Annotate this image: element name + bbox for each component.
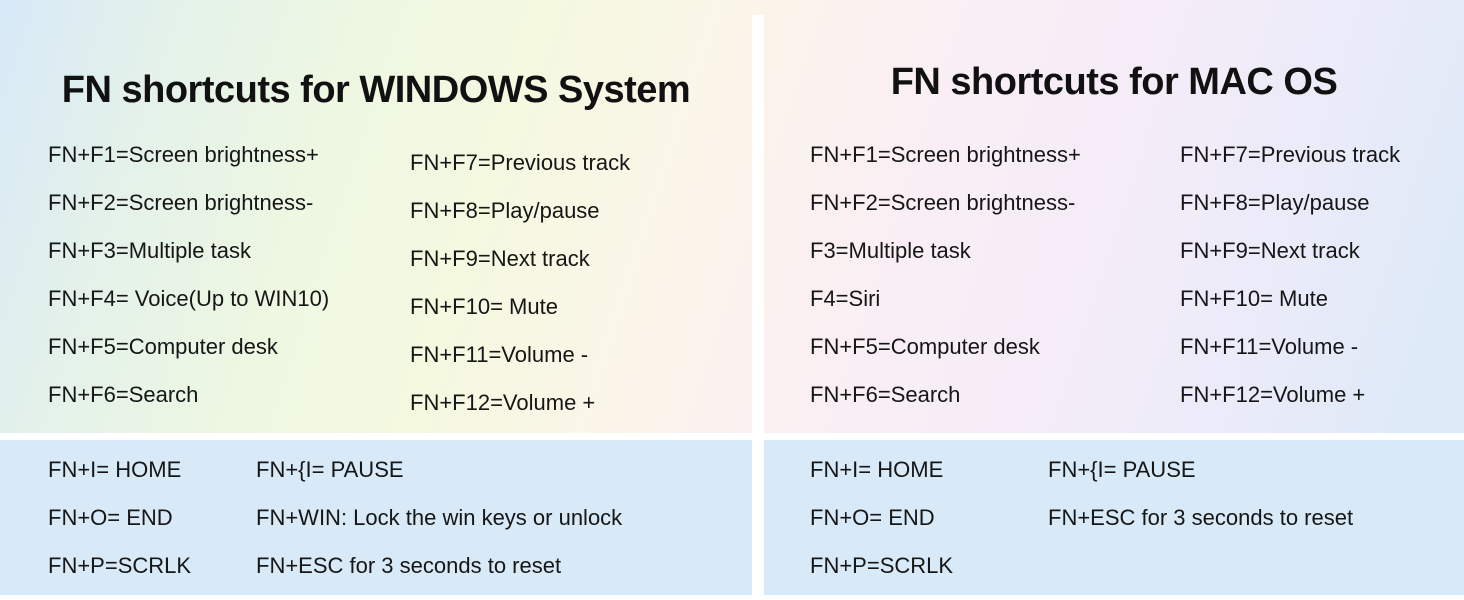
windows-extra-col2: FN+{I= PAUSE FN+WIN: Lock the win keys o… bbox=[256, 457, 622, 600]
shortcut-item: FN+F2=Screen brightness- bbox=[810, 190, 1076, 215]
shortcut-item: FN+P=SCRLK bbox=[810, 553, 954, 578]
shortcut-item: FN+F1=Screen brightness+ bbox=[48, 142, 319, 167]
shortcut-item: FN+WIN: Lock the win keys or unlock bbox=[256, 505, 623, 530]
mac-extra-col2: FN+{I= PAUSE FN+ESC for 3 seconds to res… bbox=[1048, 457, 1353, 553]
windows-extra-col1: FN+I= HOME FN+O= END FN+P=SCRLK bbox=[48, 457, 191, 600]
shortcut-item: FN+I= HOME bbox=[48, 457, 182, 482]
shortcut-item: FN+F10= Mute bbox=[1180, 286, 1328, 311]
windows-shortcuts-col1: FN+F1=Screen brightness+ FN+F2=Screen br… bbox=[48, 142, 329, 430]
shortcut-item: FN+F5=Computer desk bbox=[810, 334, 1040, 359]
shortcut-item: FN+F6=Search bbox=[810, 382, 961, 407]
horizontal-divider bbox=[0, 433, 1464, 440]
shortcut-item: FN+F8=Play/pause bbox=[410, 198, 600, 223]
shortcut-item: FN+F6=Search bbox=[48, 382, 199, 407]
shortcut-item: F4=Siri bbox=[810, 286, 881, 311]
shortcut-item: FN+F7=Previous track bbox=[1180, 142, 1401, 167]
mac-extra-col1: FN+I= HOME FN+O= END FN+P=SCRLK bbox=[810, 457, 953, 600]
shortcut-item: FN+F4= Voice(Up to WIN10) bbox=[48, 286, 330, 311]
shortcut-item: FN+P=SCRLK bbox=[48, 553, 192, 578]
shortcut-item: FN+F9=Next track bbox=[1180, 238, 1360, 263]
shortcut-item: FN+{I= PAUSE bbox=[1048, 457, 1196, 482]
shortcut-item: FN+F3=Multiple task bbox=[48, 238, 251, 263]
windows-panel-title: FN shortcuts for WINDOWS System bbox=[61, 69, 691, 111]
shortcut-item: FN+F11=Volume - bbox=[410, 342, 589, 367]
shortcut-item: FN+ESC for 3 seconds to reset bbox=[256, 553, 562, 578]
shortcut-item: FN+I= HOME bbox=[810, 457, 944, 482]
shortcut-item: FN+F8=Play/pause bbox=[1180, 190, 1370, 215]
shortcut-item: FN+F1=Screen brightness+ bbox=[810, 142, 1081, 167]
shortcut-item: FN+F10= Mute bbox=[410, 294, 558, 319]
mac-shortcuts-col2: FN+F7=Previous track FN+F8=Play/pause FN… bbox=[1180, 142, 1400, 430]
shortcut-item: FN+ESC for 3 seconds to reset bbox=[1048, 505, 1354, 530]
windows-shortcuts-col2: FN+F7=Previous track FN+F8=Play/pause FN… bbox=[410, 150, 630, 438]
windows-extra-shortcuts-panel bbox=[0, 440, 752, 595]
shortcut-item: FN+F7=Previous track bbox=[410, 150, 631, 175]
shortcut-item: FN+{I= PAUSE bbox=[256, 457, 404, 482]
shortcut-item: FN+O= END bbox=[810, 505, 935, 530]
shortcut-item: FN+F11=Volume - bbox=[1180, 334, 1359, 359]
vertical-divider bbox=[752, 15, 764, 600]
shortcut-item: F3=Multiple task bbox=[810, 238, 971, 263]
shortcut-item: FN+F12=Volume + bbox=[410, 390, 596, 415]
shortcut-item: FN+F2=Screen brightness- bbox=[48, 190, 314, 215]
shortcut-item: FN+O= END bbox=[48, 505, 173, 530]
mac-extra-shortcuts-panel bbox=[764, 440, 1464, 595]
shortcut-item: FN+F5=Computer desk bbox=[48, 334, 278, 359]
shortcut-item: FN+F12=Volume + bbox=[1180, 382, 1366, 407]
shortcut-item: FN+F9=Next track bbox=[410, 246, 590, 271]
mac-panel-title: FN shortcuts for MAC OS bbox=[890, 61, 1338, 103]
bottom-edge-strip bbox=[0, 595, 1464, 600]
mac-shortcuts-col1: FN+F1=Screen brightness+ FN+F2=Screen br… bbox=[810, 142, 1081, 430]
